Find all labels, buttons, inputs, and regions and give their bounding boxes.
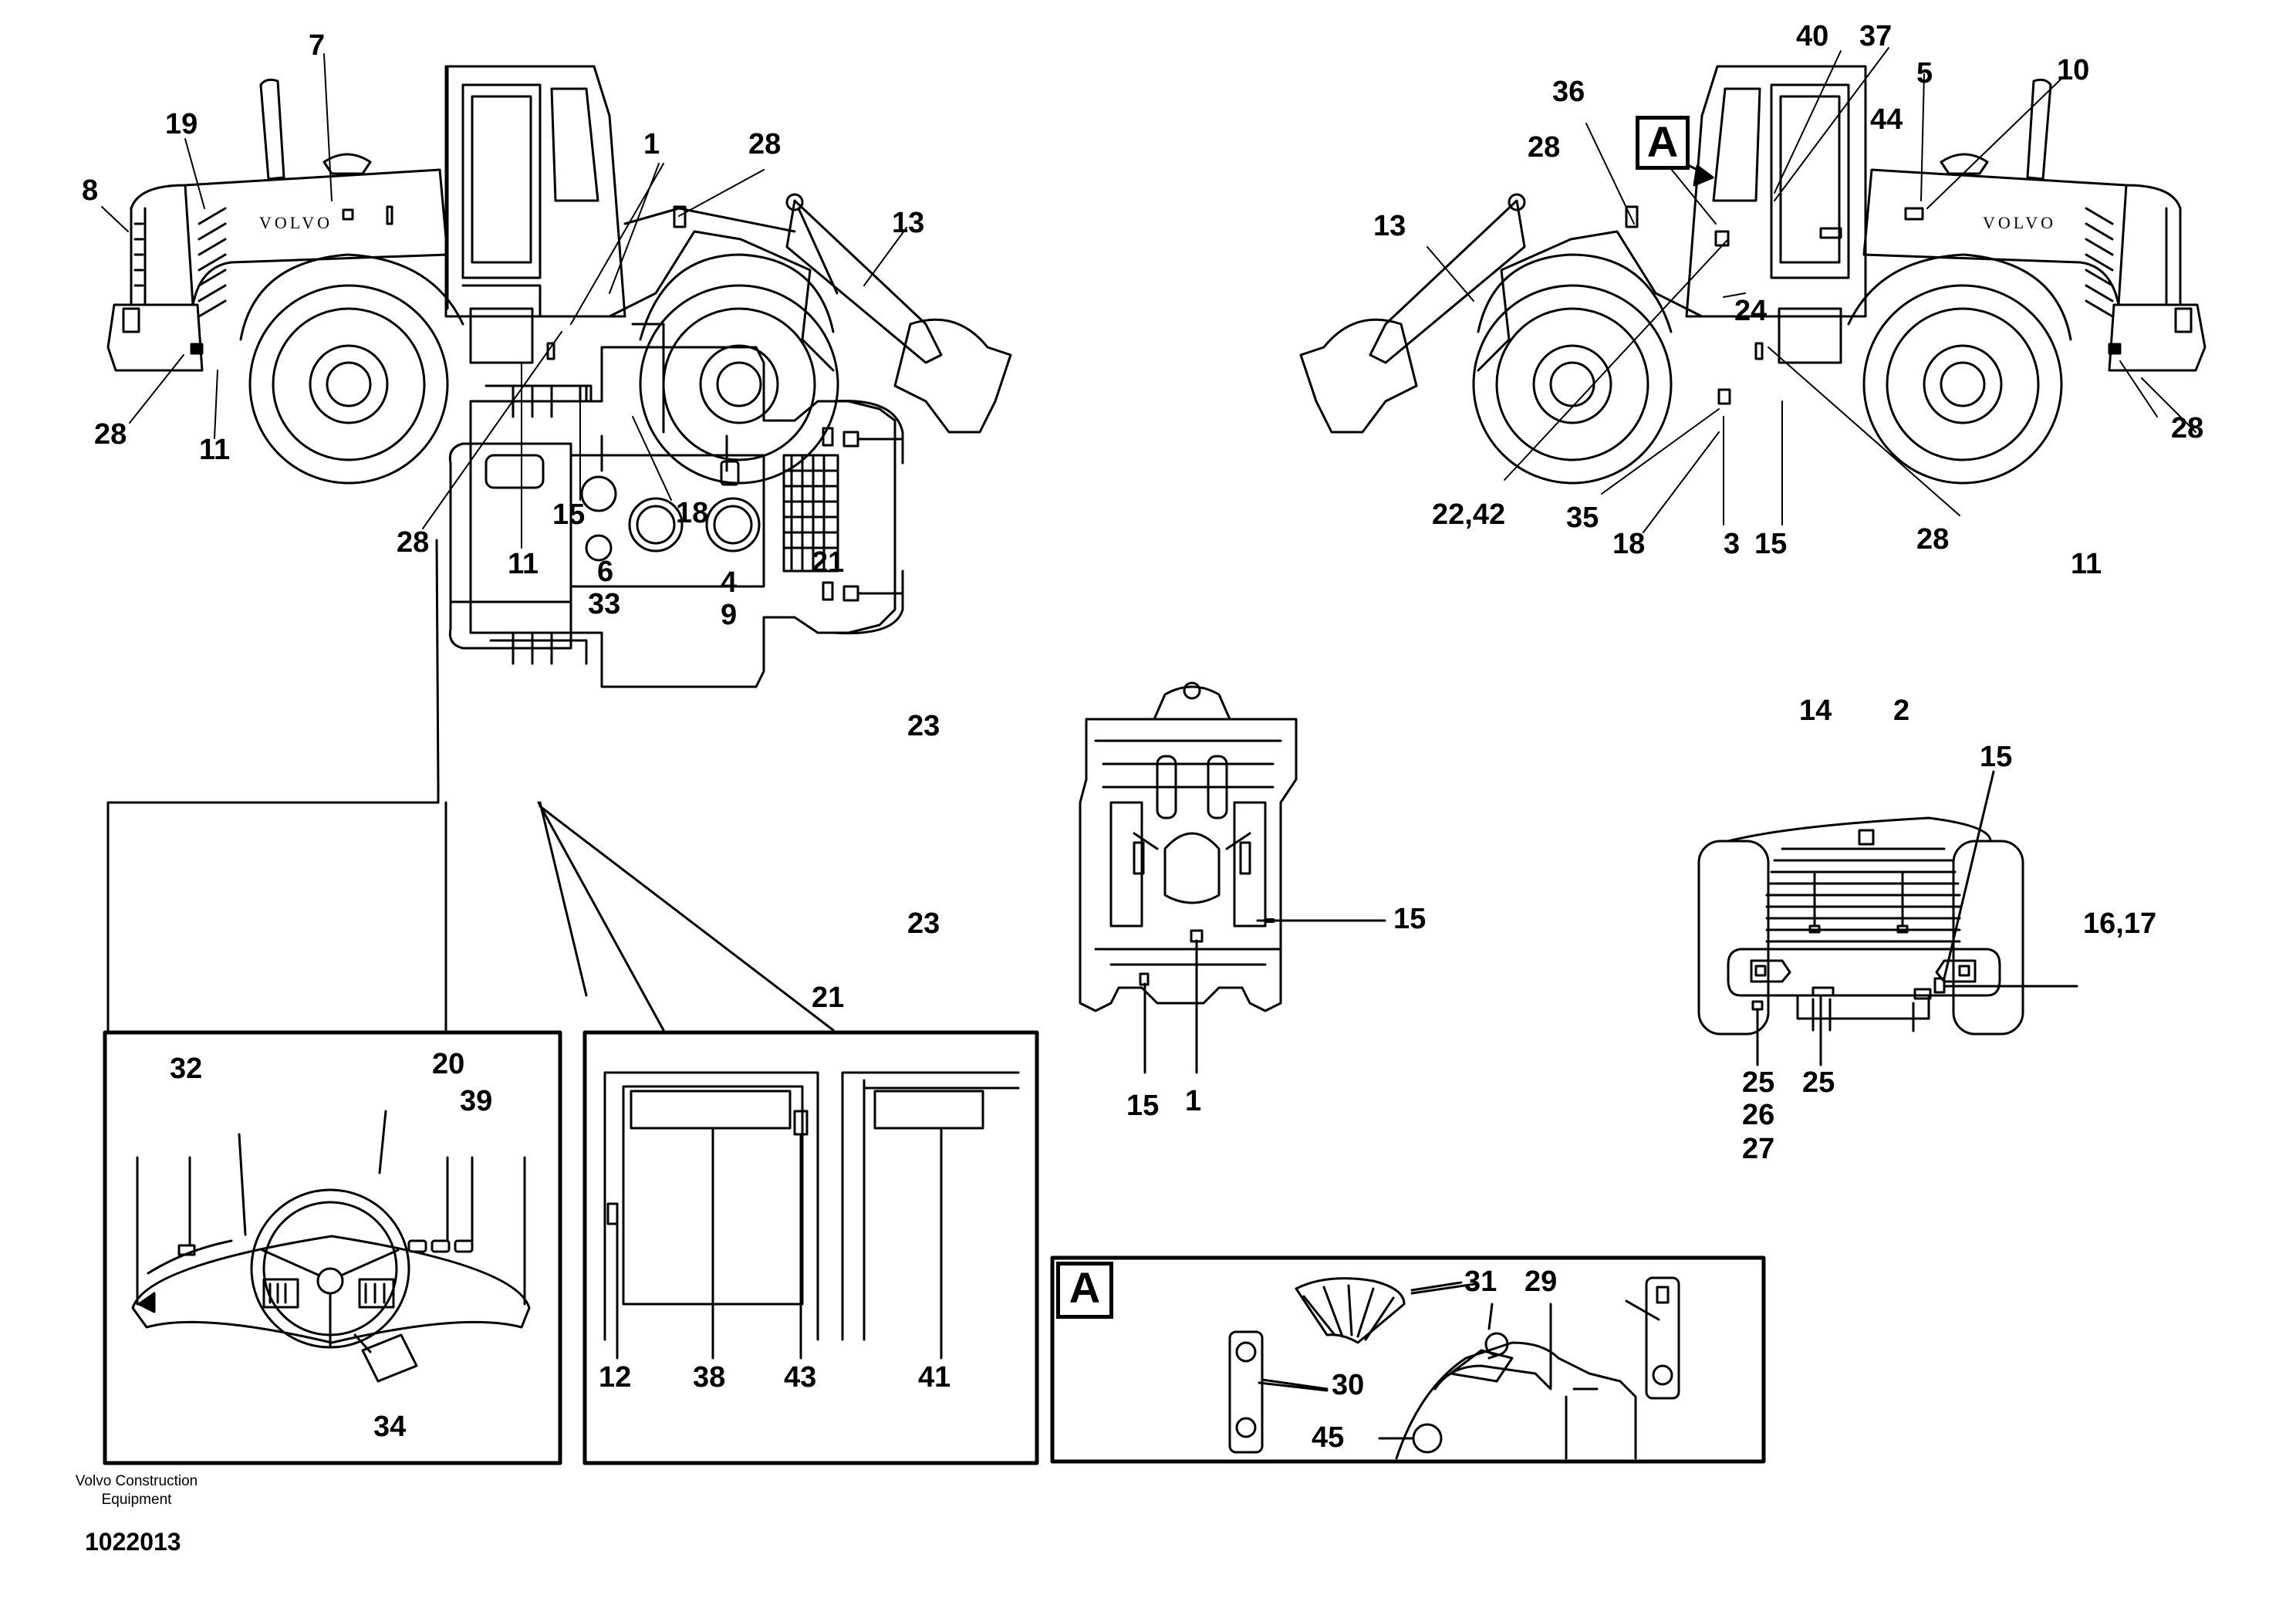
cab-detail-box [103, 1030, 562, 1465]
callout-33: 33 [588, 588, 621, 620]
volvo-logo-right: VOLVO [1983, 213, 2056, 232]
footer-company-line1: Volvo Construction [75, 1473, 198, 1489]
callout-9: 9 [721, 599, 738, 631]
callout-19: 19 [165, 108, 198, 140]
callout-12: 12 [599, 1361, 632, 1394]
callout-3: 3 [1724, 528, 1741, 560]
callout-45: 45 [1312, 1421, 1345, 1454]
callout-37: 37 [1859, 20, 1893, 52]
callout-4: 4 [721, 566, 738, 599]
callout-10: 10 [2057, 54, 2090, 86]
volvo-logo-left: VOLVO [259, 213, 333, 232]
callout-31: 31 [1464, 1265, 1497, 1298]
callout-44: 44 [1870, 103, 1903, 136]
callout-15: 15 [1393, 903, 1427, 935]
leader-lines [101, 47, 2196, 549]
callout-18: 18 [1612, 528, 1646, 560]
callout-2: 2 [1893, 694, 1910, 727]
footer-company: Volvo Construction Equipment [48, 1472, 225, 1509]
rear-view [1697, 770, 2078, 1066]
loader-right-side-view: VOLVO [1299, 65, 2207, 485]
callout-14: 14 [1799, 694, 1832, 727]
callout-11: 11 [2071, 548, 2102, 580]
callout-11: 11 [199, 434, 231, 466]
callout-18: 18 [676, 497, 709, 529]
callout-8: 8 [82, 174, 99, 207]
callout-21: 21 [812, 982, 845, 1014]
callout-26: 26 [1742, 1099, 1775, 1131]
callout-15: 15 [1754, 528, 1788, 560]
callout-38: 38 [693, 1361, 726, 1394]
callout-5: 5 [1916, 57, 1933, 90]
callout-7: 7 [309, 29, 326, 62]
callout-1: 1 [643, 128, 660, 161]
callout-24: 24 [1734, 295, 1768, 327]
callout-11: 11 [508, 548, 539, 580]
callout-16-17: 16,17 [2083, 907, 2157, 940]
detail-connector-lines [106, 539, 835, 1032]
callout-32: 32 [170, 1053, 203, 1085]
frame-view [1079, 681, 1386, 1074]
callout-21: 21 [812, 546, 845, 579]
callout-6: 6 [597, 556, 614, 588]
detail-a-marker-right: A [1636, 116, 1690, 170]
callout-20: 20 [432, 1048, 465, 1080]
callout-30: 30 [1332, 1369, 1365, 1401]
callout-1: 1 [1185, 1085, 1202, 1117]
callout-40: 40 [1796, 20, 1829, 52]
callout-28: 28 [1528, 131, 1561, 164]
callout-41: 41 [918, 1361, 951, 1394]
callout-13: 13 [1373, 210, 1406, 242]
callout-28: 28 [1916, 523, 1950, 556]
callout-36: 36 [1552, 76, 1585, 108]
callout-35: 35 [1566, 502, 1599, 534]
callout-15: 15 [1126, 1090, 1160, 1122]
callout-22-42: 22,42 [1432, 498, 1506, 531]
callout-15: 15 [1980, 741, 2013, 773]
callout-28: 28 [94, 418, 127, 451]
callout-25: 25 [1742, 1066, 1775, 1099]
callout-34: 34 [373, 1411, 407, 1443]
callout-29: 29 [1524, 1265, 1558, 1298]
loader-left-side-view: VOLVO [106, 65, 1012, 485]
callout-25: 25 [1802, 1066, 1835, 1099]
callout-13: 13 [892, 207, 925, 239]
callout-15: 15 [552, 498, 586, 531]
door-detail-box [582, 1030, 1039, 1465]
callout-28: 28 [2171, 412, 2204, 444]
callout-28: 28 [748, 128, 782, 161]
footer-company-line2: Equipment [101, 1491, 172, 1508]
callout-23: 23 [907, 907, 940, 940]
callout-43: 43 [784, 1361, 817, 1394]
callout-23: 23 [907, 710, 940, 742]
detail-a-marker-box: A [1056, 1262, 1113, 1319]
detail-a-box [1050, 1255, 1766, 1464]
callout-28: 28 [397, 526, 430, 559]
callout-39: 39 [460, 1085, 493, 1117]
loader-top-view [448, 346, 904, 688]
figure-number: 1022013 [85, 1528, 181, 1556]
callout-27: 27 [1742, 1133, 1775, 1165]
